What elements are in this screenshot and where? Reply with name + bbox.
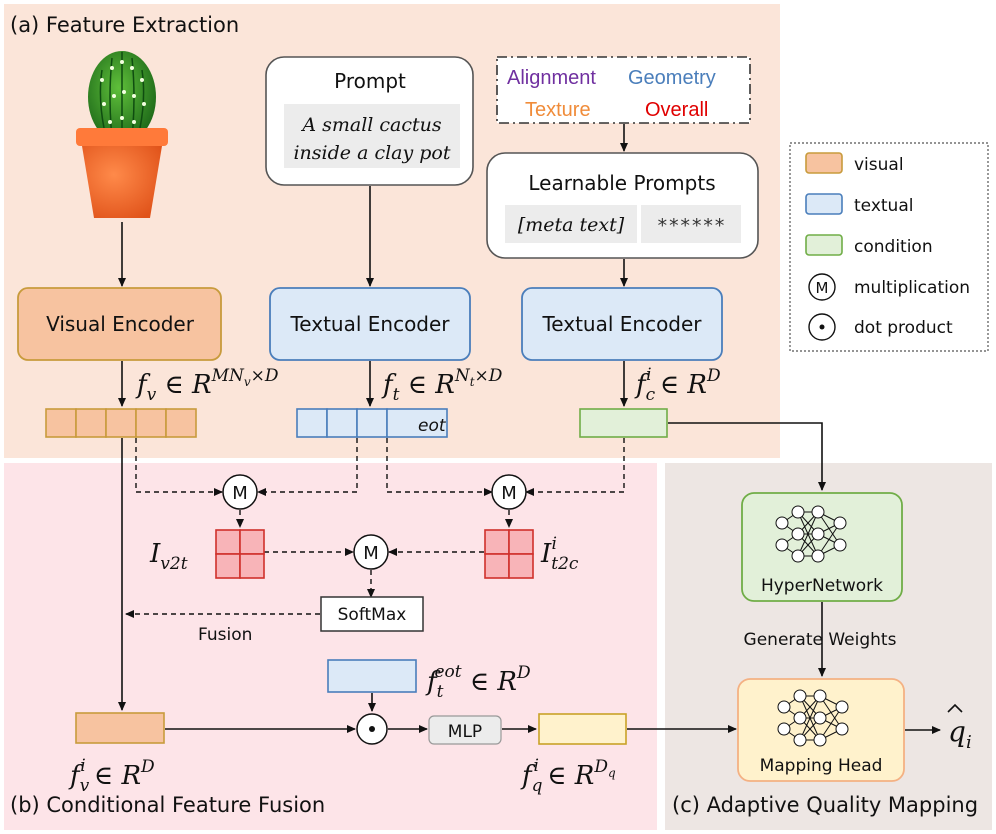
fusion-label: Fusion [198,625,252,645]
dot-product-node [356,713,388,745]
iv2t-label: Iv2t [149,539,188,574]
multiply-node-3: M [353,534,389,570]
cactus-image [76,51,168,218]
fq-i-formula: fqi ∈ RDq [520,756,616,796]
legend-swatch-condition [805,234,843,256]
legend-swatch-visual [805,152,843,174]
arrow-condition-to-hypernetwork [668,422,826,491]
svg-text:M: M [363,543,379,564]
fused-visual-token [75,712,165,744]
generate-weights-label: Generate Weights [744,630,897,650]
prompt-text-bg [284,104,460,168]
output-score: qi [947,703,972,753]
panel-conditional-fusion [4,463,657,830]
textual-encoder-2-label: Textual Encoder [541,312,702,336]
eot-tag: eot [418,416,447,436]
textual-encoder-2 [521,287,723,361]
legend-label-condition: condition [854,237,933,257]
fc-formula: fci ∈ RD [634,365,721,405]
meta-text: [meta text] [518,214,625,236]
multiply-node-2: M [491,474,527,510]
softmax-label: SoftMax [338,605,407,625]
conditions-box [496,56,751,124]
attention-grid-v2t [215,529,265,579]
condition-overall: Overall [645,99,708,121]
eot-feature-token [327,659,417,693]
legend-multiply-icon [808,273,836,301]
section-title-b: (b) Conditional Feature Fusion [10,793,325,817]
attention-grid-t2c [484,529,534,579]
legend-swatch-textual [805,193,843,215]
fv-i-formula: fvi ∈ RD [68,756,155,796]
legend-label-visual: visual [854,155,904,175]
mapping-head-label: Mapping Head [760,756,883,776]
condition-texture: Texture [525,99,591,121]
legend-label-dot-product: dot product [854,318,953,338]
mlp-label: MLP [448,722,482,742]
condition-token [579,408,668,438]
dashed-routes [125,438,625,618]
svg-text:M: M [816,279,829,297]
legend-items: visual textual condition M multiplicatio… [805,152,970,341]
visual-encoder [17,287,222,361]
condition-geometry: Geometry [628,67,716,89]
legend-label-textual: textual [854,196,913,216]
textual-encoder-1 [269,287,471,361]
visual-tokens [45,408,197,438]
neural-net-icon-head [777,689,849,747]
prompt-title: Prompt [334,69,406,93]
svg-text:M: M [501,483,517,504]
svg-text:M: M [232,483,248,504]
softmax-box [320,596,424,632]
textual-encoder-1-label: Textual Encoder [289,312,450,336]
prompt-text-line2: inside a clay pot [293,142,450,164]
textual-tokens [296,408,448,438]
stars-bg [641,205,741,243]
condition-alignment: Alignment [507,67,596,89]
fv-formula: fv ∈ RMNv×D [135,366,279,405]
meta-text-bg [505,205,637,243]
stars-text: ****** [657,215,726,237]
ft-eot-formula: fteot ∈ RD [425,662,531,702]
it2c-label: It2ci [540,534,579,574]
legend-label-multiplication: multiplication [854,278,970,298]
output-score-text: qi [948,715,972,753]
quality-token [538,713,627,745]
section-title-a: (a) Feature Extraction [10,13,239,37]
mlp-box [428,715,502,745]
hypernetwork-label: HyperNetwork [761,576,883,596]
multiply-node-1: M [222,474,258,510]
visual-encoder-label: Visual Encoder [46,312,195,336]
neural-net-icon-hyper [775,505,847,563]
learnable-prompts-title: Learnable Prompts [528,171,715,195]
prompt-text-line1: A small cactus [300,114,442,136]
section-title-c: (c) Adaptive Quality Mapping [672,793,978,817]
